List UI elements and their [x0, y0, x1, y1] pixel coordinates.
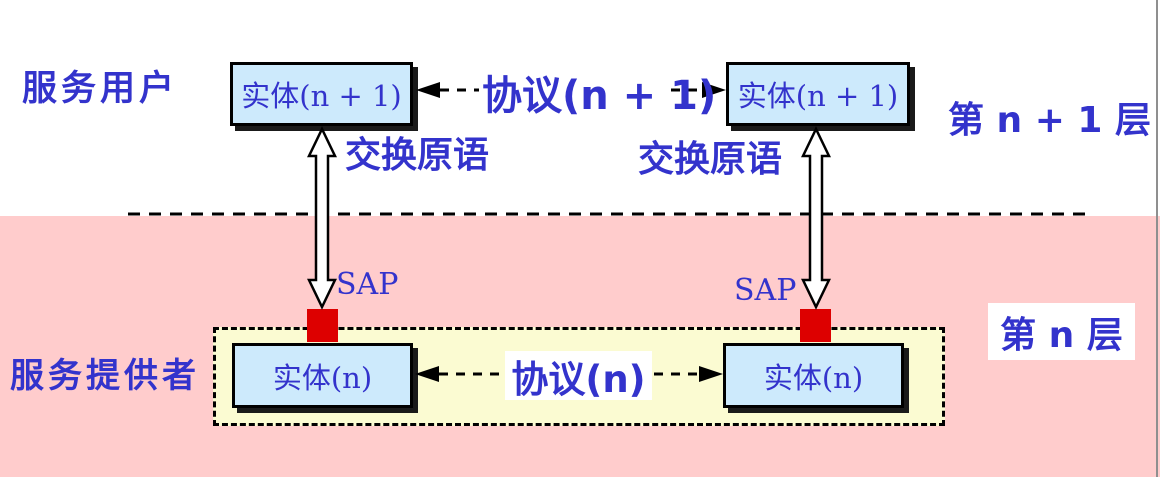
service-provider-label: 服务提供者: [10, 356, 200, 396]
sap-left-label: SAP: [336, 267, 399, 302]
entity-n-left-label: 实体(n): [272, 360, 373, 395]
layer-n-label: 第 n 层: [988, 303, 1135, 360]
entity-n-right-label: 实体(n): [763, 360, 864, 395]
protocol-n-label: 协议(n): [505, 351, 652, 401]
service-user-label: 服务用户: [22, 69, 179, 109]
sap-point-right: [800, 309, 831, 342]
entity-n-left-box: 实体(n): [232, 343, 413, 408]
window-right-edge-line: [1156, 0, 1158, 477]
entity-n-plus-1-left-box: 实体(n + 1): [230, 62, 413, 126]
entity-n-plus-1-right-label: 实体(n + 1): [737, 79, 899, 113]
layer-n-plus-1-label: 第 n + 1 层: [948, 100, 1151, 141]
entity-n-plus-1-left-label: 实体(n + 1): [241, 79, 402, 113]
protocol-n-plus-1-label: 协议(n + 1): [482, 73, 717, 119]
sap-point-left: [307, 309, 338, 342]
sap-right-label: SAP: [734, 273, 797, 308]
entity-n-right-box: 实体(n): [723, 343, 904, 408]
entity-n-plus-1-right-box: 实体(n + 1): [726, 62, 910, 126]
exchange-primitive-left-label: 交换原语: [345, 135, 490, 176]
exchange-primitive-right-label: 交换原语: [638, 139, 783, 180]
